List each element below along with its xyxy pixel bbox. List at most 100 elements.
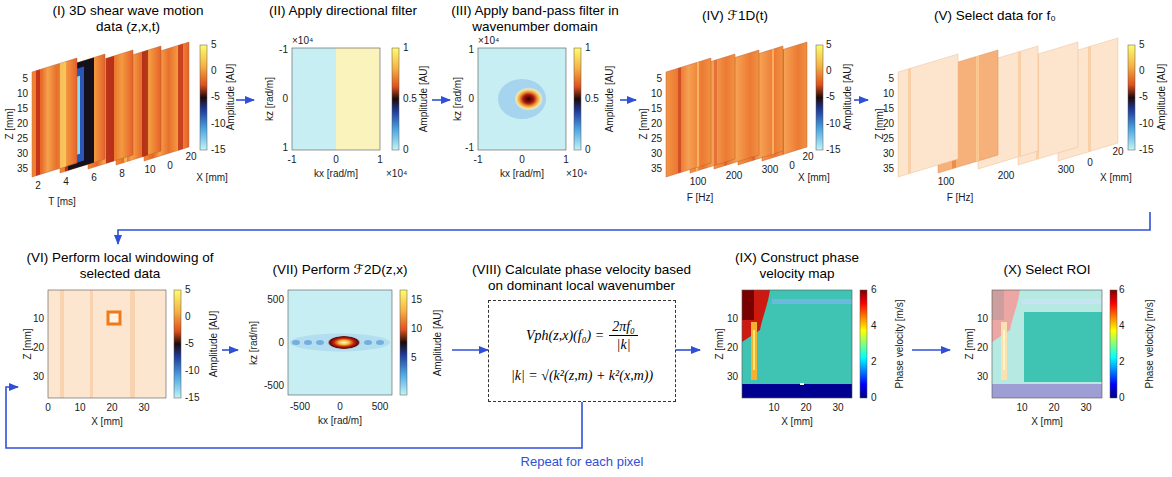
directional-filter-image-part <box>292 48 336 150</box>
tick-label: 0 <box>1087 157 1093 169</box>
axis-label: kz [rad/m] <box>264 77 276 121</box>
flow-arrow <box>118 212 1150 244</box>
tick-label: 20 <box>802 151 813 163</box>
phase-velocity-map-part <box>753 330 755 370</box>
tick-label: 0 <box>789 160 795 172</box>
formula-text: Vph(z,x)(f₀) = <box>526 327 604 344</box>
tick-label: 1 <box>403 42 409 54</box>
tick-label: 200 <box>726 170 743 182</box>
tick-label: 10 <box>727 313 738 325</box>
tick-label: 0 <box>167 160 173 172</box>
tick-label: -5 <box>211 91 220 103</box>
roi-map-part <box>1024 312 1102 382</box>
selected-frequency-slices-part-part <box>1088 46 1091 152</box>
shear-wave-slices-part-part <box>142 50 148 157</box>
flow-arrow <box>912 349 950 351</box>
frequency-slices-part-part <box>697 62 699 168</box>
tick-label: -15 <box>211 144 225 156</box>
tick-label: X [mm] <box>781 416 813 428</box>
local-spectrum-image-part <box>292 340 300 345</box>
axis-label: Phase velocity [m/s] <box>894 300 906 389</box>
shear-wave-slices-part-part <box>178 44 183 151</box>
frequency-slices-part <box>666 58 711 177</box>
tick-label: 35 <box>651 163 662 175</box>
process-panel: (I) 3D shear wave motion data (z,x,t)510… <box>0 0 236 212</box>
colorbar <box>860 290 867 398</box>
tick-label: 35 <box>17 163 28 175</box>
panel-title: (VI) Perform local windowing of selected… <box>20 250 220 282</box>
windowed-data-image-part <box>60 290 64 398</box>
windowed-data-image-part <box>48 290 166 398</box>
edge-label: Repeat for each pixel <box>519 454 646 469</box>
selected-frequency-slices-part-part <box>1018 51 1021 157</box>
axis-label: kz [rad/m] <box>248 321 260 365</box>
tick-label: ×10⁴ <box>386 168 407 180</box>
tick-label: 30 <box>17 148 28 160</box>
panel-title: (IX) Construct phase velocity map <box>717 250 877 282</box>
panel-title: (VIII) Calculate phase velocity based on… <box>469 262 694 294</box>
axis-label: Amplitude [AU] <box>604 66 616 133</box>
axis-label: Phase velocity [m/s] <box>1144 300 1156 389</box>
tick-label: 15 <box>651 103 662 115</box>
tick-label: kx [rad/m] <box>318 415 362 427</box>
panel-title: (VII) Perform ℱ2D(z,x) <box>235 262 445 278</box>
local-spectrum-image <box>288 290 392 395</box>
tick-label: 500 <box>372 401 389 413</box>
frequency-slices <box>666 42 807 177</box>
colorbar <box>400 290 407 395</box>
tick-label: 30 <box>33 371 44 383</box>
tick-label: 0 <box>333 154 339 166</box>
process-panel: (VII) Perform ℱ2D(z,x)5000-500kz [rad/m]… <box>238 244 452 434</box>
panel-title: (III) Apply band-pass filter in wavenumb… <box>430 3 640 35</box>
process-panel: (IX) Construct phase velocity map102030Z… <box>700 244 912 434</box>
roi-map <box>992 290 1102 398</box>
colorbar <box>200 45 207 150</box>
tick-label: ×10⁴ <box>566 168 587 180</box>
tick-label: 200 <box>998 170 1015 182</box>
roi-map-part <box>992 290 1102 398</box>
process-panel: (V) Select data for f₀5101520253035Z [mm… <box>868 0 1168 212</box>
tick-label: 10 <box>1016 402 1027 414</box>
tick-label: 0 <box>585 144 591 156</box>
panel-title: (V) Select data for f₀ <box>875 8 1115 24</box>
tick-label: X [mm] <box>1031 416 1063 428</box>
panel-title: (I) 3D shear wave motion data (z,x,t) <box>38 3 218 35</box>
tick-label: 5 <box>826 39 832 51</box>
local-spectrum-image-part <box>288 290 392 395</box>
tick-label: -10 <box>185 365 199 377</box>
tick-label: -5 <box>826 91 835 103</box>
tick-label: 30 <box>727 371 738 383</box>
selected-frequency-slices-part-part <box>908 68 911 174</box>
local-spectrum-image-part <box>364 340 372 345</box>
frequency-slices-part-part <box>772 49 774 155</box>
colorbar <box>1128 45 1135 150</box>
tick-label: 6 <box>91 172 97 184</box>
bandpass-filter-image-part <box>498 79 546 119</box>
tick-label: 5 <box>411 352 417 364</box>
axis-label: Z [mm] <box>4 108 16 139</box>
shear-wave-slices-part-part <box>60 61 66 168</box>
windowed-data-image-part <box>90 290 93 398</box>
tick-label: 0 <box>282 93 288 105</box>
tick-label: 20 <box>1048 402 1059 414</box>
tick-label: 0 <box>45 402 51 414</box>
tick-label: 0 <box>403 144 409 156</box>
process-panel: (X) Select ROI102030Z [mm]102030X [mm]64… <box>950 244 1162 434</box>
local-spectrum-image-part <box>290 334 390 352</box>
tick-label: X [mm] <box>91 416 123 428</box>
tick-label: 6 <box>1119 284 1125 296</box>
tick-label: 10 <box>651 88 662 100</box>
bandpass-filter-image-part <box>478 48 566 150</box>
axis-label: Z [mm] <box>964 328 976 359</box>
tick-label: 20 <box>977 342 988 354</box>
tick-label: -5 <box>185 338 194 350</box>
tick-label: 0 <box>468 93 474 105</box>
frequency-slices-part-part <box>666 58 711 177</box>
tick-label: -10 <box>826 118 840 130</box>
axis-label: Amplitude [AU] <box>432 310 444 377</box>
tick-label: 35 <box>883 163 894 175</box>
tick-label: 5 <box>1139 39 1145 51</box>
phase-velocity-map-part <box>772 299 852 304</box>
axis-label: Amplitude [AU] <box>842 64 854 131</box>
